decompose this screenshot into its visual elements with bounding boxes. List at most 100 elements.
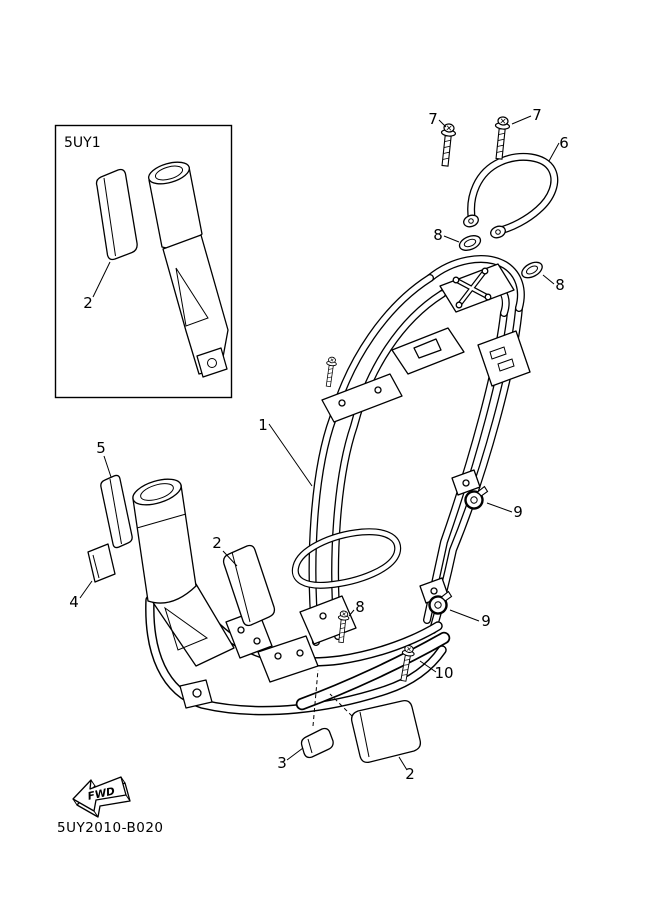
protector-strip — [222, 544, 276, 627]
callout-8-right: 8 — [555, 276, 565, 294]
bolt-hole — [452, 276, 460, 284]
head-tube-top — [132, 478, 182, 506]
bolt-hole — [237, 626, 245, 634]
bolt-hole — [192, 688, 202, 698]
grommet-8-right — [518, 258, 546, 282]
slot-bracket — [477, 330, 531, 387]
grab-rail — [463, 152, 559, 239]
floor-bracket — [257, 635, 319, 683]
head-tube-weld-line — [136, 513, 187, 529]
floor-rail-lower — [146, 596, 446, 714]
bolt-7-right — [491, 115, 511, 161]
bracket-plate — [477, 330, 531, 387]
protector-part-2-mid — [222, 544, 276, 627]
protector-part-2-rear — [350, 699, 422, 764]
foot-hole — [468, 218, 474, 224]
inset-head-tube-top — [147, 161, 191, 185]
head-tube-bore — [140, 483, 174, 501]
fwd-arrow-face — [72, 776, 127, 812]
inset-model-label: 5UY1 — [64, 135, 101, 151]
protector-cover — [350, 699, 422, 764]
callout-2-mid: 2 — [212, 534, 222, 552]
clip-piece — [300, 727, 334, 759]
bolt-hole — [296, 649, 304, 657]
head-tube-body — [132, 484, 197, 604]
inset-head-tube-bore — [154, 165, 184, 181]
callout-2-rear: 2 — [405, 765, 415, 783]
fwd-label: FWD — [87, 785, 117, 803]
clip-part-3 — [300, 727, 334, 759]
grab-rail-tube — [468, 154, 558, 234]
gusset-rib — [164, 606, 209, 651]
callout-3: 3 — [277, 754, 287, 772]
bolt-seat-bracket — [323, 356, 338, 388]
bolt-hole — [253, 637, 261, 645]
bolt-hole — [455, 301, 463, 309]
frame-assembly — [132, 255, 531, 716]
inset-foot-bracket — [196, 347, 228, 378]
clip-line — [307, 738, 313, 754]
bolt-hole — [338, 399, 346, 407]
bolt-hole — [274, 652, 282, 660]
part-code: 5UY2010-B020 — [57, 820, 164, 836]
grab-rail-foot — [463, 214, 479, 228]
inset-strip-fold-line — [103, 177, 116, 257]
inset-protector-strip — [95, 168, 138, 261]
front-seat-bracket — [321, 373, 403, 423]
seat-mount-plate — [391, 327, 465, 375]
head-tube-assembly — [132, 478, 235, 667]
inset-border — [54, 124, 233, 399]
callout-8-left: 8 — [433, 226, 443, 244]
bolt-hole — [481, 267, 489, 275]
callout-5: 5 — [96, 439, 106, 457]
assembly-dashed-lines — [312, 669, 353, 727]
damper-pad — [87, 543, 116, 583]
fwd-arrow: FWD — [72, 776, 131, 818]
foot-hole — [495, 229, 501, 235]
cover-fold-line — [359, 711, 370, 758]
callout-7-left: 7 — [428, 110, 438, 128]
callout-2-inset: 2 — [83, 294, 93, 312]
callout-9-upper: 9 — [513, 503, 523, 521]
bolt-hole — [319, 612, 327, 620]
inset-gusset-rib — [175, 267, 209, 327]
platform-loop — [293, 529, 400, 588]
grab-rail-foot — [490, 225, 506, 239]
rear-floor-tube — [297, 633, 449, 709]
inset-leader-line — [92, 261, 111, 298]
callout-6: 6 — [559, 134, 569, 152]
inset-detail-box: 5UY1 — [54, 124, 233, 399]
protector-strip — [100, 474, 133, 549]
bolt-hole — [462, 479, 470, 487]
callout-1: 1 — [258, 416, 268, 434]
rear-cross-plate — [439, 263, 515, 313]
inset-foot-hole — [207, 358, 217, 368]
callout-9-lower: 9 — [481, 612, 491, 630]
grab-rail-tube-outline — [467, 152, 559, 235]
seat-rail-left-inner — [332, 291, 445, 639]
callout-leader-lines — [79, 115, 560, 771]
cross-plate — [439, 263, 515, 313]
callout-4: 4 — [69, 593, 79, 611]
fwd-arrow-edges — [72, 776, 131, 818]
bracket-plate — [321, 373, 403, 423]
center-platform — [291, 528, 402, 589]
bolt-hole — [374, 386, 382, 394]
pad-line — [92, 554, 100, 579]
bracket-slots — [489, 346, 515, 372]
damper-part-4 — [87, 543, 116, 583]
callout-7-right: 7 — [532, 106, 542, 124]
callout-8-floor: 8 — [355, 598, 365, 616]
bolt-hole — [484, 293, 492, 301]
callouts: 7 7 6 8 8 1 5 9 2 4 8 9 10 3 2 2 — [69, 106, 569, 783]
bolt-hole — [430, 587, 438, 595]
bolt-7-left — [437, 122, 457, 168]
seat-rail-loop — [427, 256, 524, 311]
x-bracket-face — [454, 269, 490, 307]
strip-fold-line — [109, 478, 122, 545]
seat-plate-slot — [413, 338, 442, 359]
grommet-8-left — [456, 232, 484, 254]
protector-part-5 — [100, 474, 133, 549]
